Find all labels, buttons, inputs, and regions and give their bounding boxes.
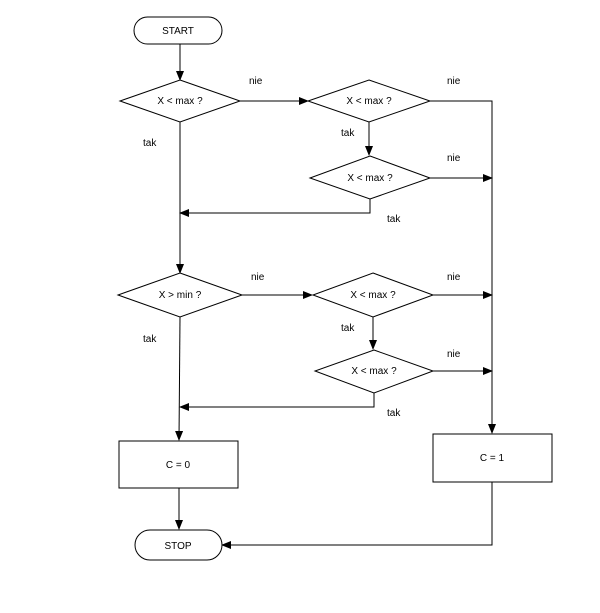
decision-d3: X < max ?: [308, 155, 432, 200]
decision-d5-label: X < max ?: [350, 290, 396, 301]
decision-d1-label: X < max ?: [157, 96, 203, 107]
edges: [175, 44, 496, 549]
process-c1: C = 1: [432, 433, 553, 483]
label-d2-no: nie: [447, 76, 461, 87]
edge-labels: nie nie tak tak nie tak nie nie tak tak …: [143, 76, 461, 419]
label-d2-yes: tak: [341, 128, 355, 139]
edge-d6-to-main: [179, 393, 375, 411]
process-c0-label: C = 0: [166, 460, 191, 471]
label-d6-no: nie: [447, 349, 461, 360]
decision-d2: X < max ?: [306, 79, 432, 123]
decision-d6: X < max ?: [313, 349, 435, 394]
stop-label: STOP: [164, 541, 191, 552]
decision-d6-label: X < max ?: [351, 366, 397, 377]
label-d4-no: nie: [251, 272, 265, 283]
process-c0: C = 0: [118, 440, 239, 489]
process-c1-label: C = 1: [480, 453, 505, 464]
decision-d2-label: X < max ?: [346, 96, 392, 107]
label-d5-no: nie: [447, 272, 461, 283]
label-d6-yes: tak: [387, 408, 401, 419]
label-d3-yes: tak: [387, 214, 401, 225]
edge-d3-to-main: [179, 199, 371, 217]
decision-d5: X < max ?: [311, 272, 435, 318]
label-d3-no: nie: [447, 153, 461, 164]
start-label: START: [162, 26, 194, 37]
label-d1-no: nie: [249, 76, 263, 87]
decision-d3-label: X < max ?: [347, 173, 393, 184]
decision-d4: X > min ?: [116, 272, 244, 318]
decision-d1: X < max ?: [118, 79, 242, 123]
edge-c1-to-stop: [221, 482, 493, 549]
stop-node: STOP: [134, 529, 223, 561]
label-d1-yes: tak: [143, 138, 157, 149]
label-d5-yes: tak: [341, 323, 355, 334]
edge-d2-to-right-rail: [430, 100, 496, 434]
label-d4-yes: tak: [143, 334, 157, 345]
start-node: START: [133, 16, 223, 45]
edge-d4-to-c0: [175, 316, 184, 441]
decision-d4-label: X > min ?: [159, 290, 202, 301]
